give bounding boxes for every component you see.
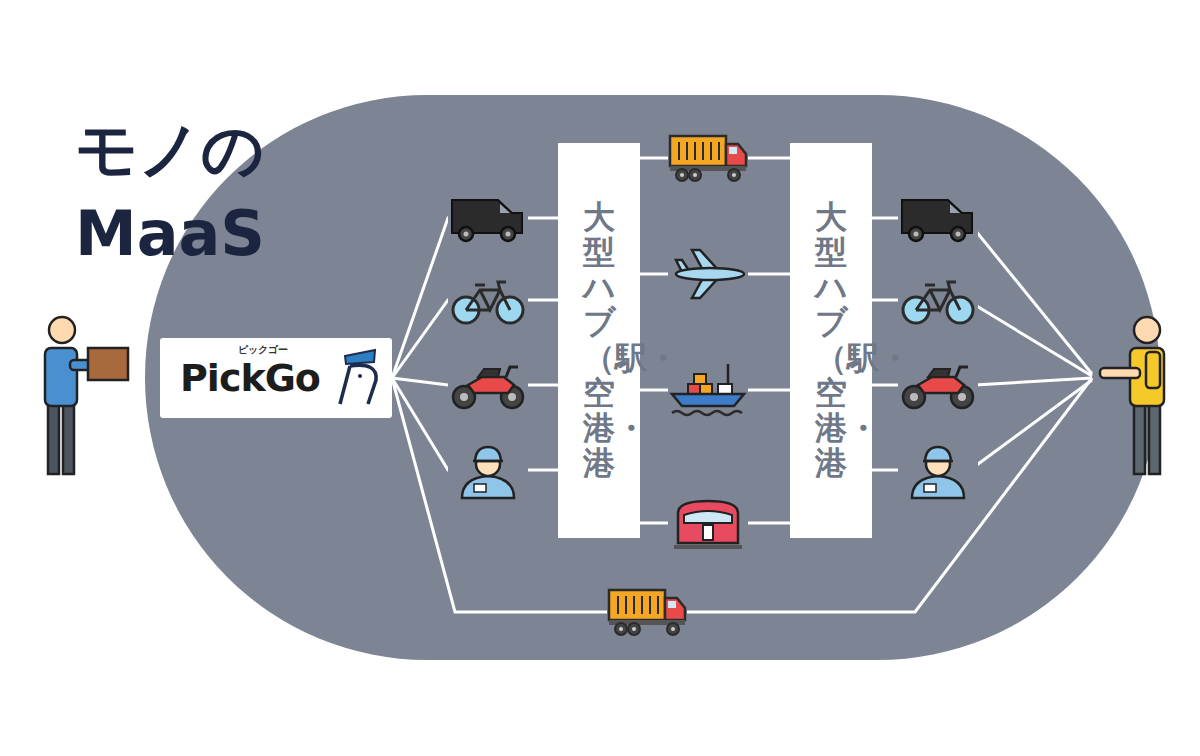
truck-icon xyxy=(668,128,748,188)
logo-name: PickGo xyxy=(180,356,392,402)
logo-box: ピックゴーPickGo xyxy=(160,338,392,418)
receiver-figure xyxy=(1100,317,1164,474)
van-icon xyxy=(448,188,528,248)
delivery-line xyxy=(970,380,1092,470)
delivery-line xyxy=(975,378,1092,385)
hub-link-line xyxy=(872,299,898,302)
train-icon xyxy=(668,493,748,553)
ship-icon xyxy=(668,360,748,420)
title: モノの MaaS xyxy=(75,108,315,275)
sender-figure xyxy=(45,317,128,474)
courier-icon xyxy=(448,440,528,500)
truck-icon xyxy=(607,582,687,642)
stadium-ground xyxy=(145,95,1160,660)
logo-kana: ピックゴー xyxy=(238,344,392,356)
hub-label: 大型ハブ（駅・空港・港 xyxy=(583,200,615,482)
bicycle-icon xyxy=(898,270,978,330)
hub-link-line xyxy=(872,384,898,387)
courier-icon xyxy=(898,440,978,500)
hub-band: 大型ハブ（駅・空港・港 xyxy=(558,143,640,538)
hub-label: 大型ハブ（駅・空港・港 xyxy=(815,200,847,482)
motorcycle-icon xyxy=(898,355,978,415)
motorcycle-icon xyxy=(448,355,528,415)
hub-link-line xyxy=(872,469,898,472)
hub-link-line xyxy=(872,217,898,220)
hub-band: 大型ハブ（駅・空港・港 xyxy=(790,143,872,538)
bicycle-icon xyxy=(448,270,528,330)
route-lines xyxy=(392,218,1092,612)
delivery-line xyxy=(975,305,1092,376)
delivery-line xyxy=(975,230,1092,374)
van-icon xyxy=(898,188,978,248)
plane-icon xyxy=(668,244,748,304)
